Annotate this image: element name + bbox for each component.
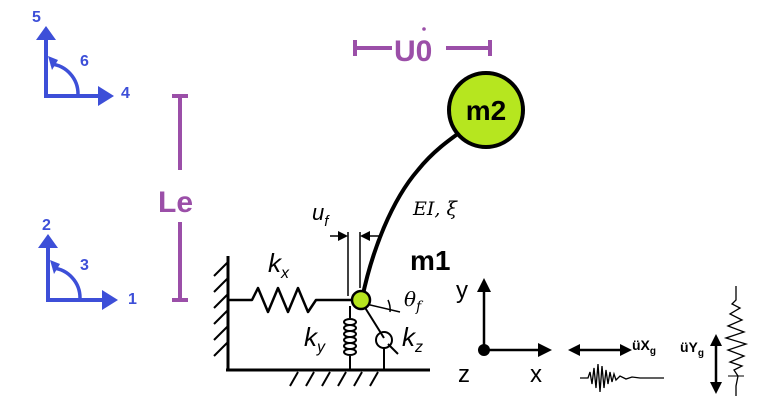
- dof-2-arrowhead: [38, 234, 58, 248]
- y-axis-label: y: [456, 277, 468, 304]
- u0-label: U0: [394, 35, 432, 68]
- ugx-label: üXg: [632, 337, 656, 357]
- dof-4-arrowhead: [98, 86, 114, 106]
- z-axis-origin: [478, 344, 490, 356]
- dof-3-label: 3: [80, 257, 89, 274]
- ugx-accelerogram: [580, 363, 664, 393]
- z-axis-label: z: [458, 361, 470, 388]
- dof-3-rotation-arc: [52, 266, 82, 299]
- dof-6-label: 6: [80, 53, 89, 70]
- dof-2-label: 2: [42, 217, 51, 234]
- dof-3-arrowhead: [50, 260, 60, 274]
- ground-hatching: [289, 371, 379, 387]
- uf-label: uf: [312, 200, 330, 230]
- ground-motion-horizontal: üXg: [568, 337, 664, 393]
- mass-m2-ball: [447, 71, 525, 149]
- dof-1-label: 1: [128, 291, 137, 308]
- theta-arc: [387, 299, 391, 313]
- x-axis-arrowhead: [538, 343, 552, 357]
- theta-rotation: θf: [365, 287, 424, 315]
- mass-m1-label: m1: [410, 245, 450, 276]
- theta-ref-line: [365, 303, 401, 313]
- global-axes: y x z: [456, 277, 552, 388]
- dof-triad-top: 5 6 4: [32, 9, 130, 106]
- kx-label: kx: [268, 248, 290, 282]
- spring-kx-coil: [228, 286, 354, 314]
- x-axis-label: x: [530, 361, 542, 388]
- theta-label: θf: [404, 287, 424, 315]
- uf-displacement: uf: [312, 200, 380, 296]
- base-frame: [213, 256, 430, 387]
- ugx-arrowhead-right: [620, 344, 632, 356]
- offset-dimension: U0: [353, 27, 492, 68]
- kz-coil: [375, 331, 399, 355]
- y-axis-arrowhead: [477, 278, 491, 292]
- mass-m1-node: [350, 289, 372, 311]
- ugy-label: üYg: [680, 339, 704, 359]
- column-property-label: EI, ξ: [412, 198, 458, 220]
- dof-6-arrowhead: [48, 56, 58, 70]
- spring-ky-coil: [343, 318, 357, 356]
- le-label: Le: [158, 186, 193, 219]
- dof-6-rotation-arc: [50, 62, 80, 95]
- spring-kz: kz: [363, 305, 423, 370]
- ground-motion-vertical: üYg: [680, 286, 749, 396]
- dof-4-label: 4: [121, 85, 130, 102]
- ugy-arrowhead-up: [710, 334, 722, 346]
- left-wall-hatching: [213, 261, 229, 357]
- mass-m2-label: m2: [466, 95, 506, 126]
- ugy-arrowhead-down: [710, 382, 722, 394]
- spring-ky: ky: [304, 306, 357, 370]
- ugx-arrowhead-left: [568, 344, 580, 356]
- dof-5-arrowhead: [36, 26, 56, 40]
- dof-1-arrowhead: [102, 290, 118, 310]
- dof-5-label: 5: [32, 9, 41, 26]
- flexible-column: [360, 126, 468, 300]
- kz-label: kz: [402, 322, 423, 356]
- u0-dot: [422, 27, 426, 31]
- height-dimension: Le: [158, 94, 193, 302]
- ky-label: ky: [304, 322, 326, 356]
- spring-kx: kx: [228, 248, 354, 314]
- dof-triad-bottom: 2 3 1: [38, 217, 137, 310]
- ugy-accelerogram: [723, 286, 749, 396]
